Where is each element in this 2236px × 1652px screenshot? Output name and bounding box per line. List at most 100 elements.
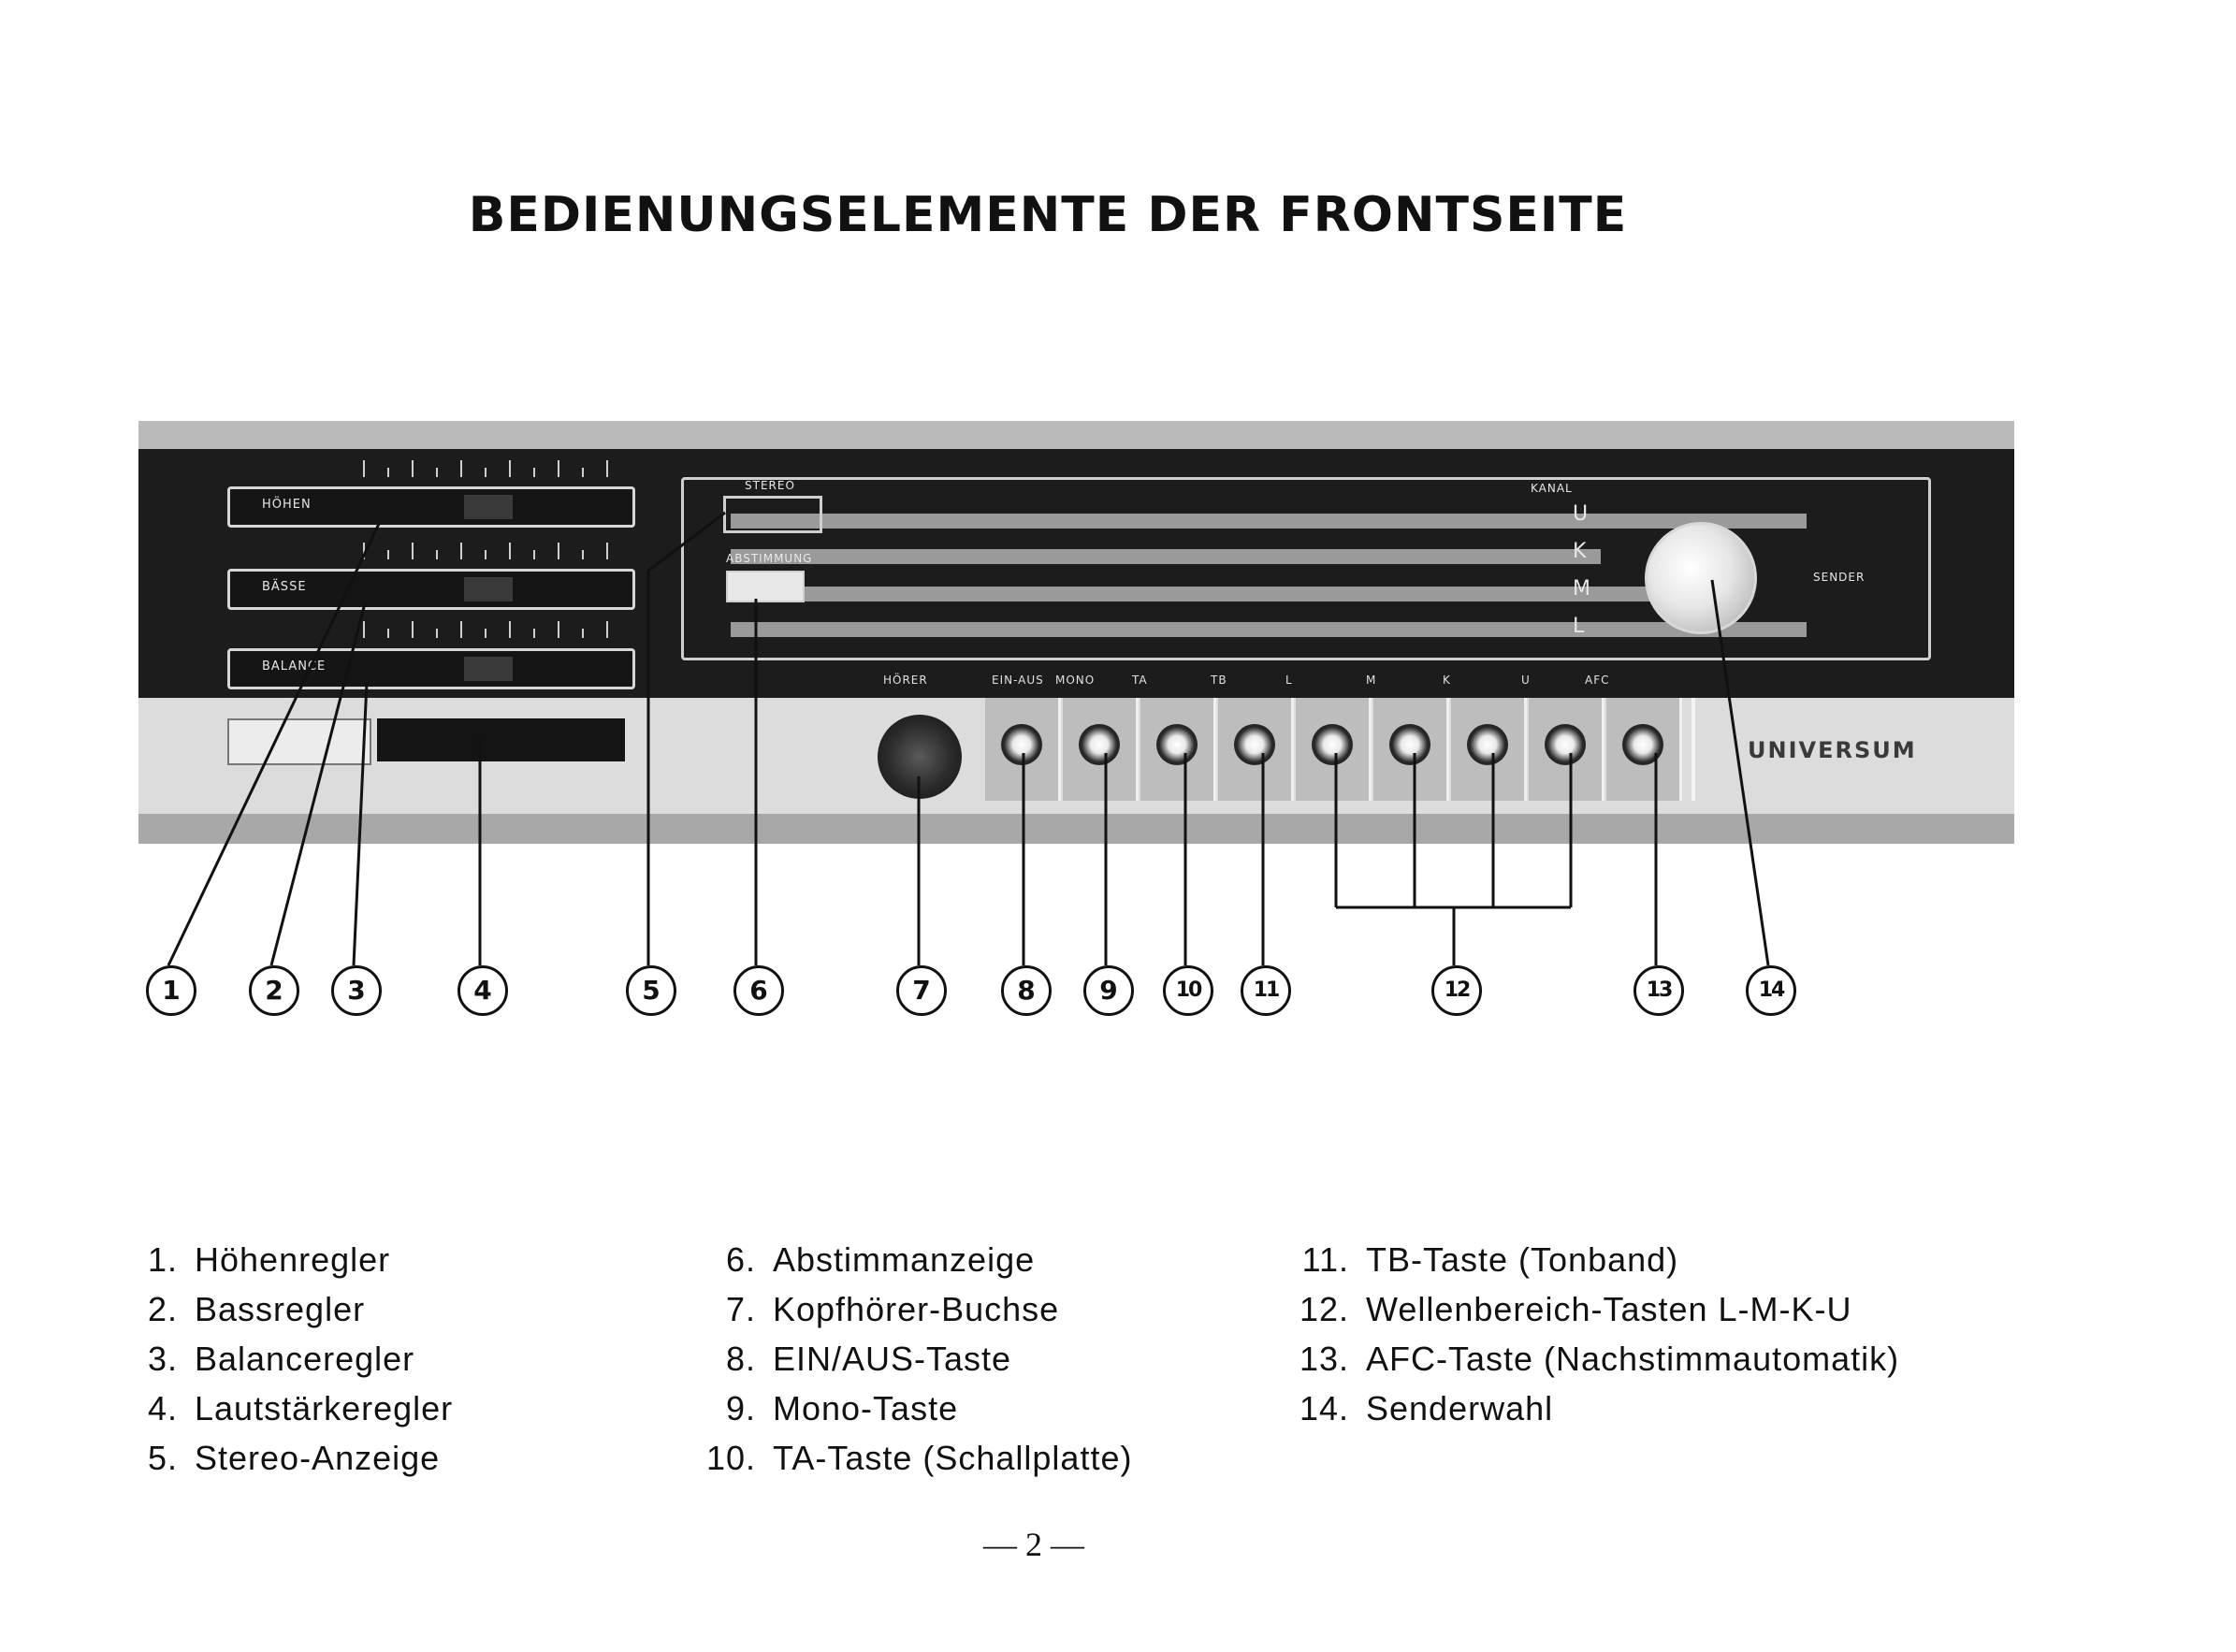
band-m-button-cap <box>1389 724 1430 765</box>
scale-tick <box>460 621 462 638</box>
power-button-cap <box>1001 724 1042 765</box>
callout-7: 7 <box>896 965 947 1016</box>
callout-11: 11 <box>1241 965 1291 1016</box>
legend-item: 13. AFC-Taste (Nachstimmautomatik) <box>1291 1334 1899 1384</box>
legend-text: Kopfhörer-Buchse <box>773 1289 1060 1328</box>
legend-item: 2. Bassregler <box>140 1284 453 1334</box>
tb-button <box>1218 698 1294 801</box>
scale-tick <box>387 629 389 638</box>
scale-tick <box>606 460 608 477</box>
volume-knob <box>227 718 371 765</box>
scale-tick <box>387 468 389 477</box>
legend-number: 6. <box>725 1239 756 1279</box>
legend-text: Höhenregler <box>195 1239 391 1279</box>
legend-item: 4. Lautstärkeregler <box>140 1384 453 1433</box>
legend-item: 10.TA-Taste (Schallplatte) <box>692 1433 1132 1483</box>
mono-button-cap <box>1079 724 1120 765</box>
panel-top-strip <box>138 421 2014 449</box>
scale-tick <box>485 550 486 559</box>
legend-number: 14. <box>1299 1388 1349 1427</box>
balance-slider: BALANCE <box>227 648 635 689</box>
legend-number: 13. <box>1299 1339 1349 1378</box>
label-hoerer: HÖRER <box>883 674 928 687</box>
ta-button-cap <box>1156 724 1198 765</box>
legend-text: Lautstärkeregler <box>195 1388 454 1427</box>
band-letter-l: L <box>1573 615 1585 638</box>
scale-tick <box>509 460 511 477</box>
legend-column-3: 11.TB-Taste (Tonband) 12.Wellenbereich-T… <box>1291 1235 1899 1433</box>
legend-text: EIN/AUS-Taste <box>773 1339 1012 1378</box>
scale-line-kw <box>731 549 1601 564</box>
legend-number: 7. <box>725 1289 756 1328</box>
legend-text: Stereo-Anzeige <box>195 1438 441 1477</box>
legend-column-2: 6.Abstimmanzeige 7.Kopfhörer-Buchse 8.EI… <box>692 1235 1132 1483</box>
scale-tick <box>436 550 438 559</box>
legend-item: 14. Senderwahl <box>1291 1384 1899 1433</box>
legend-text: Bassregler <box>195 1289 366 1328</box>
mono-button <box>1063 698 1139 801</box>
label-k: K <box>1443 674 1451 687</box>
legend-text: TA-Taste (Schallplatte) <box>773 1438 1133 1477</box>
ta-button <box>1140 698 1216 801</box>
callout-9: 9 <box>1083 965 1134 1016</box>
callout-12: 12 <box>1431 965 1482 1016</box>
callout-2: 2 <box>249 965 299 1016</box>
label-ein-aus: EIN-AUS <box>992 674 1044 687</box>
band-u-button <box>1529 698 1604 801</box>
band-l-button-cap <box>1312 724 1353 765</box>
band-letter-k: K <box>1573 540 1587 563</box>
balance-scale-ticks <box>363 619 625 638</box>
band-k-button <box>1451 698 1527 801</box>
legend-item: 9.Mono-Taste <box>692 1384 1132 1433</box>
scale-tick <box>558 460 559 477</box>
tuning-scale: U K M L KANAL <box>681 477 1931 660</box>
band-letter-m: M <box>1573 577 1590 601</box>
label-tb: TB <box>1211 674 1227 687</box>
scale-tick <box>606 621 608 638</box>
scale-tick <box>412 621 414 638</box>
treble-label: HÖHEN <box>262 498 312 512</box>
legend-text: Balanceregler <box>195 1339 415 1378</box>
legend-column-1: 1. Höhenregler 2. Bassregler 3. Balanceregl… <box>140 1235 453 1483</box>
label-ta: TA <box>1132 674 1148 687</box>
bass-slider-thumb <box>464 577 513 601</box>
legend-item: 12.Wellenbereich-Tasten L-M-K-U <box>1291 1284 1899 1334</box>
treble-slider-thumb <box>464 495 513 519</box>
bass-scale-ticks <box>363 541 625 559</box>
scale-line-ukw <box>731 514 1807 529</box>
legend-number: 3. <box>147 1339 178 1378</box>
tuning-indicator-label: ABSTIMMUNG <box>726 552 813 565</box>
legend-number: 11. <box>1301 1239 1349 1279</box>
legend-text: Senderwahl <box>1366 1388 1554 1427</box>
legend-item: 1. Höhenregler <box>140 1235 453 1284</box>
callout-10: 10 <box>1163 965 1213 1016</box>
panel-lower-section: UNIVERSUM <box>138 698 2014 814</box>
callout-13: 13 <box>1633 965 1684 1016</box>
scale-tick <box>509 543 511 559</box>
legend-text: Abstimmanzeige <box>773 1239 1036 1279</box>
scale-tick <box>436 468 438 477</box>
legend-number: 2. <box>147 1289 178 1328</box>
tuning-indicator <box>726 571 805 602</box>
scale-tick <box>509 621 511 638</box>
label-l: L <box>1285 674 1293 687</box>
scale-tick <box>533 550 535 559</box>
brand-logo: UNIVERSUM <box>1748 737 1917 763</box>
legend-text: AFC-Taste (Nachstimmautomatik) <box>1366 1339 1900 1378</box>
scale-tick <box>558 543 559 559</box>
page-title: BEDIENUNGSELEMENTE DER FRONTSEITE <box>468 187 1628 243</box>
leader-3 <box>352 682 369 966</box>
legend-number: 4. <box>147 1388 178 1427</box>
legend-number: 12. <box>1299 1289 1349 1328</box>
scale-line-lw <box>731 622 1807 637</box>
callout-5: 5 <box>626 965 676 1016</box>
callout-6: 6 <box>733 965 784 1016</box>
band-k-button-cap <box>1467 724 1508 765</box>
legend-number: 1. <box>147 1239 178 1279</box>
power-button <box>985 698 1061 801</box>
scale-tick <box>436 629 438 638</box>
label-mono: MONO <box>1055 674 1096 687</box>
volume-slider <box>377 718 625 761</box>
scale-tick <box>460 460 462 477</box>
